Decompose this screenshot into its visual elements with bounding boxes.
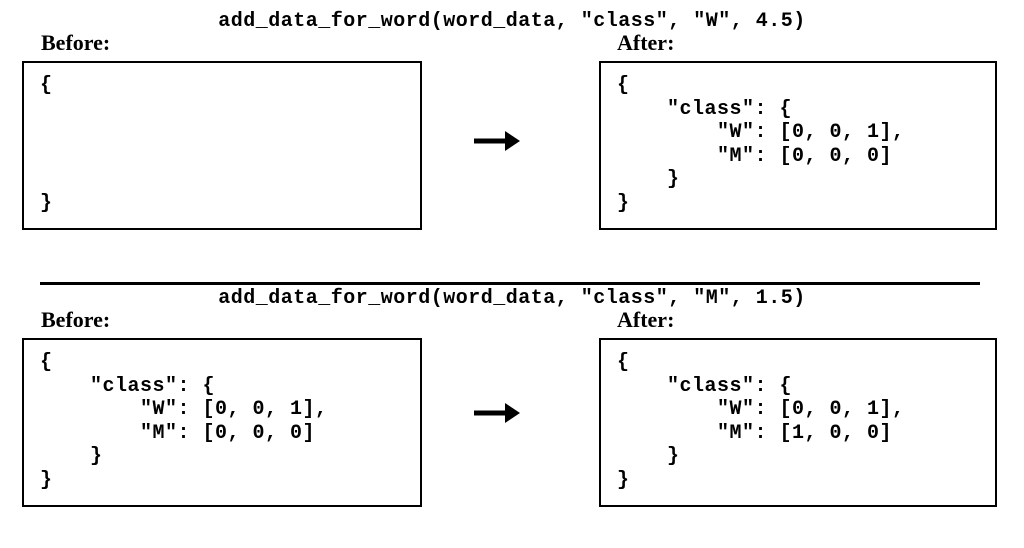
after-code: { "class": { "W": [0, 0, 1], "M": [1, 0,… (617, 351, 905, 492)
before-state-box: { } (22, 61, 422, 230)
example-2-section: add_data_for_word(word_data, "class", "M… (0, 277, 1024, 548)
section-divider-line (40, 282, 980, 285)
after-code: { "class": { "W": [0, 0, 1], "M": [0, 0,… (617, 74, 905, 215)
function-call-title: add_data_for_word(word_data, "class", "M… (218, 287, 806, 310)
before-state-box: { "class": { "W": [0, 0, 1], "M": [0, 0,… (22, 338, 422, 507)
before-label: Before: (41, 307, 111, 332)
after-state-box: { "class": { "W": [0, 0, 1], "M": [1, 0,… (599, 338, 997, 507)
after-label: After: (617, 307, 675, 332)
after-state-box: { "class": { "W": [0, 0, 1], "M": [0, 0,… (599, 61, 997, 230)
example-1-section: add_data_for_word(word_data, "class", "W… (22, 10, 997, 230)
before-label: Before: (41, 30, 111, 55)
before-code: { "class": { "W": [0, 0, 1], "M": [0, 0,… (40, 351, 328, 492)
right-arrow-icon (472, 127, 522, 155)
function-call-title: add_data_for_word(word_data, "class", "W… (218, 10, 806, 33)
before-code: { } (40, 74, 53, 215)
right-arrow-icon (472, 399, 522, 427)
after-label: After: (617, 30, 675, 55)
